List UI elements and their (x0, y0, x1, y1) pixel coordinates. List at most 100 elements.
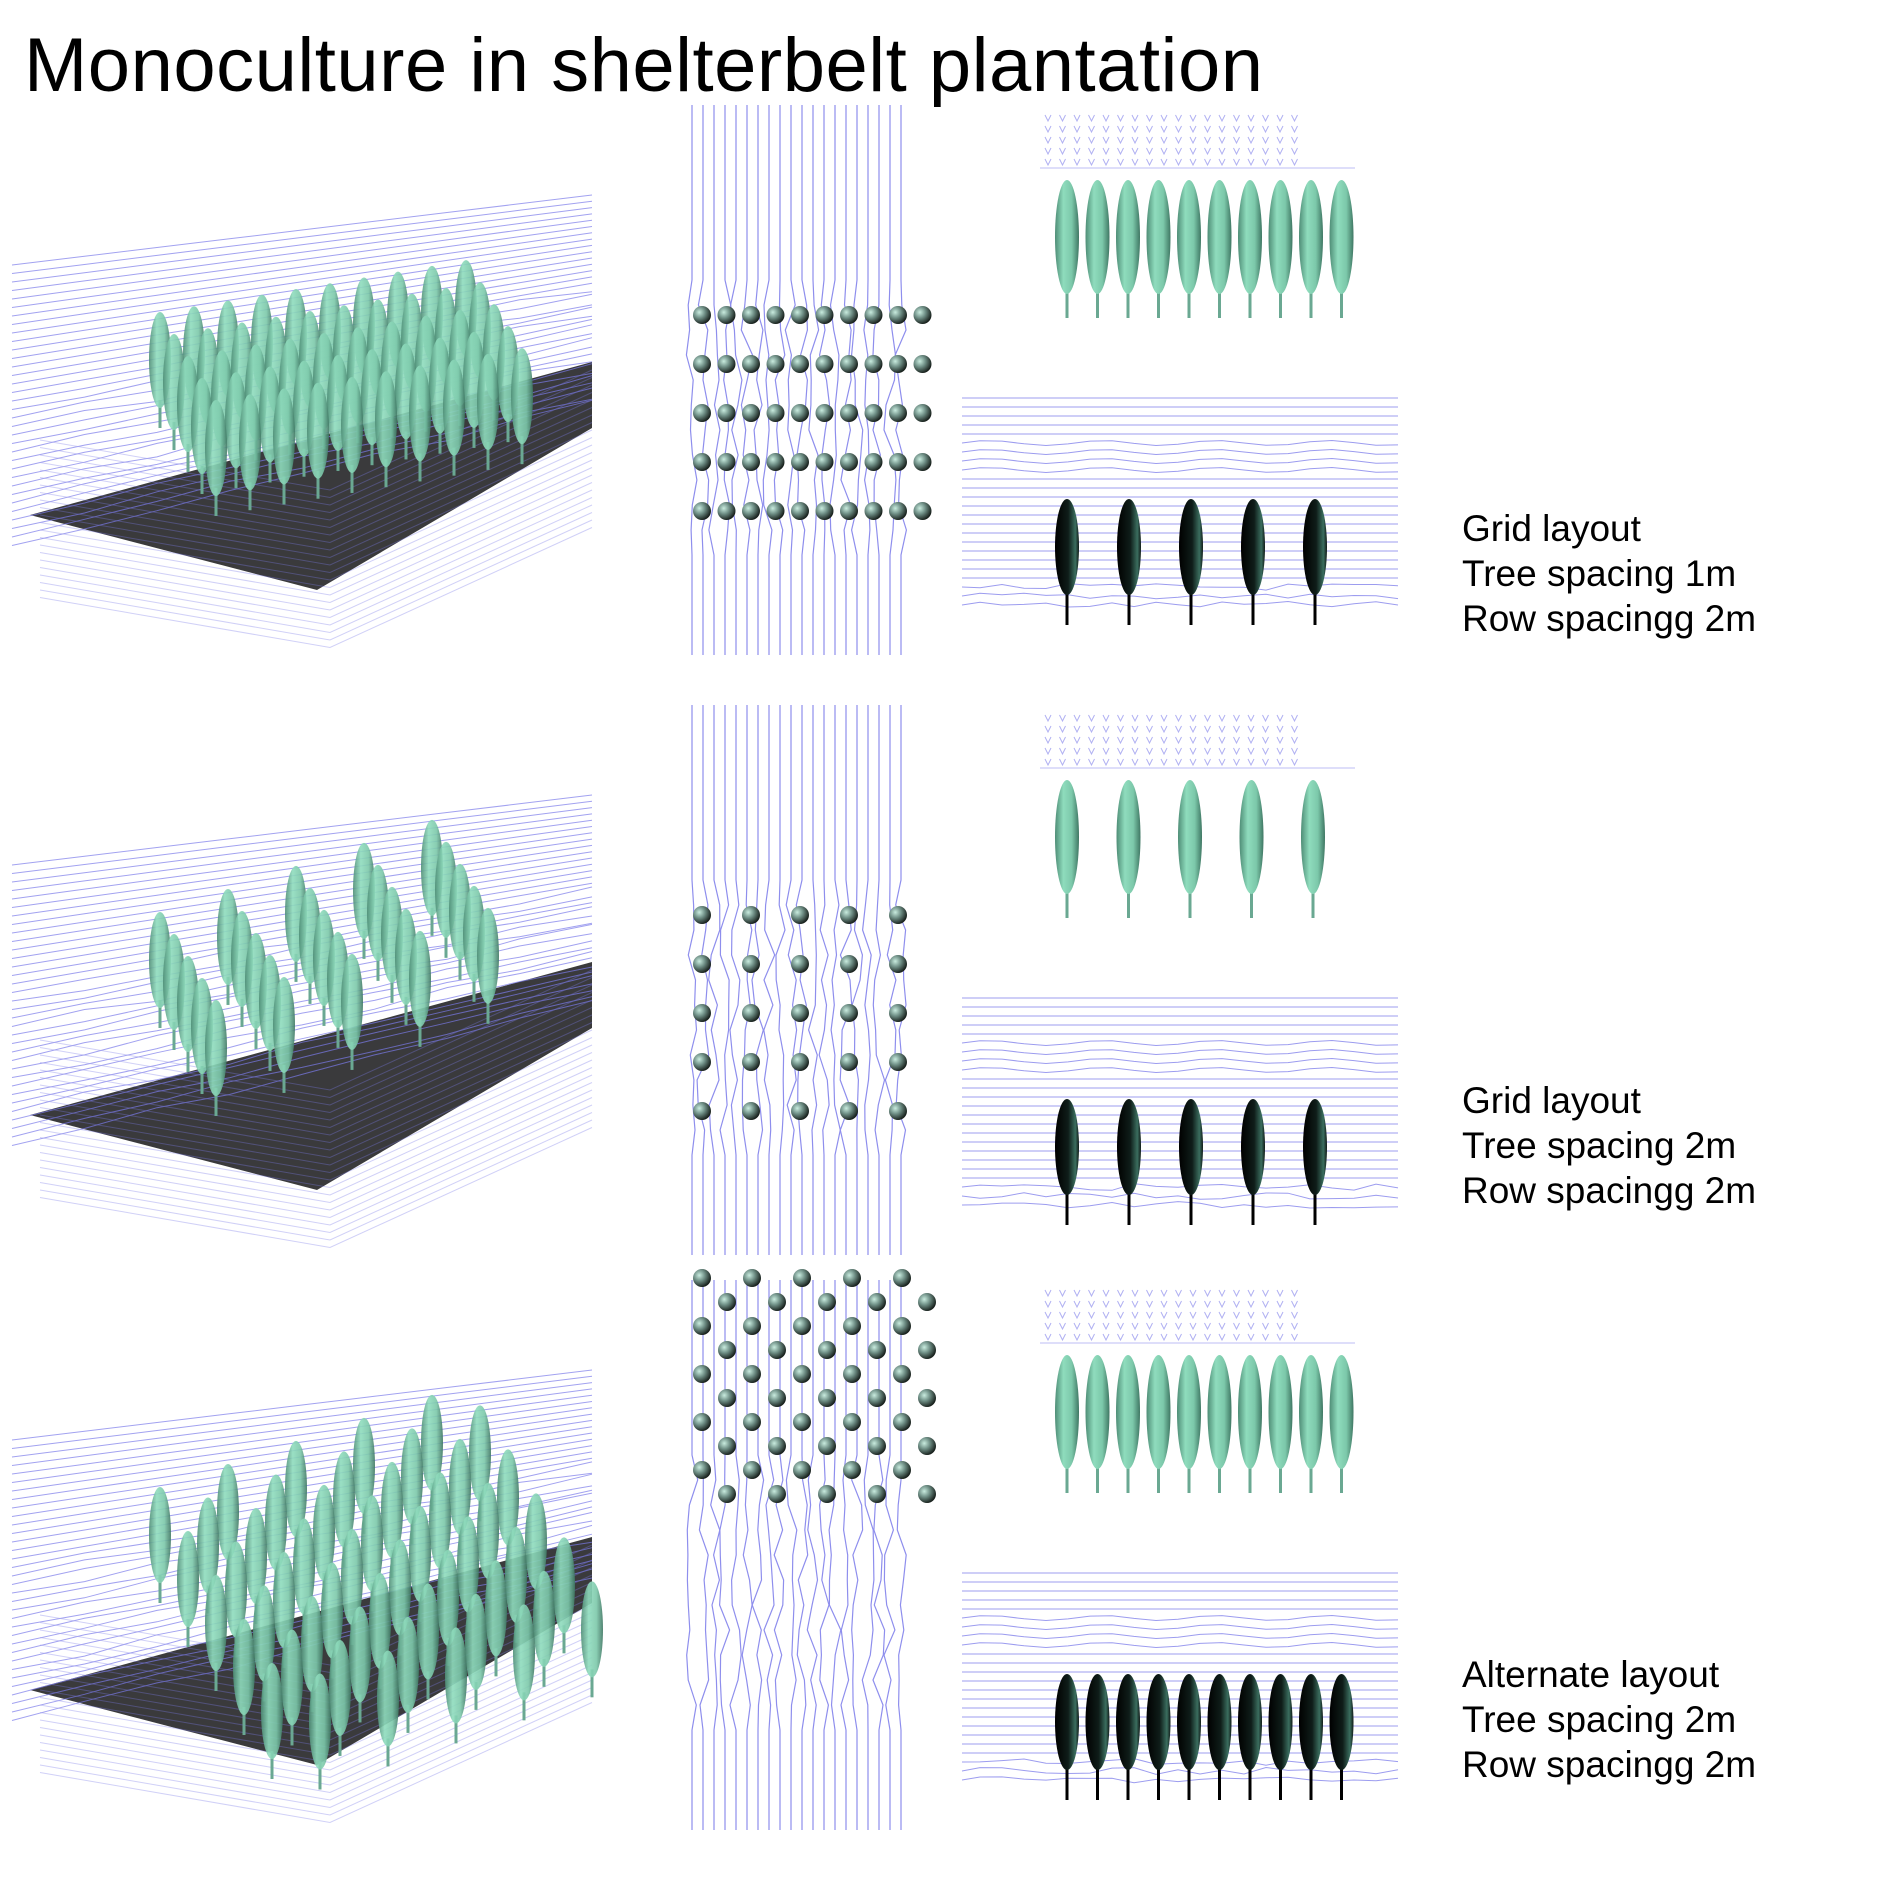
tree-top (718, 1293, 736, 1311)
tree-top (791, 306, 809, 324)
tree-positions (693, 1269, 936, 1503)
front-vector-field (1040, 1289, 1355, 1344)
tree-top (840, 306, 858, 324)
tree-top (840, 1004, 858, 1022)
tree-front (1177, 180, 1201, 318)
tree-stand-3d (149, 260, 533, 516)
tree-top (843, 1269, 861, 1287)
tree-top (818, 1437, 836, 1455)
tree-side (1241, 499, 1265, 625)
side-view-grid-2m (961, 997, 1399, 1225)
tree-top (818, 1389, 836, 1407)
tree-side (1238, 1674, 1262, 1800)
tree-top (742, 502, 760, 520)
tree-top (791, 955, 809, 973)
tree (581, 1581, 603, 1698)
tree-top (791, 355, 809, 373)
tree-front (1207, 180, 1232, 318)
tree-top (893, 1269, 911, 1287)
tree-top (718, 1341, 736, 1359)
tree-top (843, 1365, 861, 1383)
tree (377, 1650, 399, 1767)
tree (443, 359, 465, 476)
top-streamlines (687, 705, 907, 1255)
tree-top (864, 355, 883, 373)
tree-top (889, 955, 907, 973)
tree-top (743, 1461, 761, 1479)
tree-top (793, 1269, 811, 1287)
tree-side (1329, 1674, 1354, 1800)
tree-top (742, 1053, 760, 1071)
tree-front (1178, 780, 1202, 918)
tree-top (840, 1102, 858, 1120)
tree-top (791, 502, 809, 520)
tree-top (864, 453, 883, 471)
tree-side (1055, 1674, 1079, 1800)
tree-top (913, 453, 932, 471)
tree (409, 930, 431, 1047)
tree-side (1116, 1674, 1140, 1800)
tree-top (743, 1317, 761, 1335)
front-vector-field (1040, 114, 1355, 169)
tree (329, 1639, 351, 1756)
tree-top (889, 1053, 907, 1071)
tree (445, 1627, 467, 1744)
tree-top (766, 453, 785, 471)
tree (477, 353, 499, 470)
tree-top (843, 1317, 861, 1335)
top-view-grid-2m (687, 705, 907, 1255)
tree-side (1179, 499, 1203, 625)
tree-top (918, 1389, 936, 1407)
tree (205, 1000, 227, 1116)
tree-top (742, 355, 760, 373)
tree (281, 1629, 303, 1746)
tree-top (840, 404, 858, 422)
tree-top (693, 1413, 711, 1431)
tree-top (840, 906, 858, 924)
tree-top (918, 1485, 936, 1503)
side-trees (1055, 1674, 1354, 1800)
tree-top (864, 502, 883, 520)
perspective-view-grid-1m (11, 194, 593, 649)
tree-side (1117, 1099, 1141, 1225)
tree-top (768, 1389, 786, 1407)
tree (485, 1560, 507, 1677)
tree-top (868, 1485, 886, 1503)
tree-top (693, 1365, 711, 1383)
caption-layout: Alternate layout (1462, 1654, 1720, 1695)
tree (307, 382, 329, 499)
caption-alternate-2m: Alternate layout Tree spacing 2m Row spa… (1462, 1652, 1756, 1787)
tree-top (768, 1293, 786, 1311)
tree-front (1329, 1355, 1354, 1493)
tree (513, 1604, 535, 1721)
panel-grid-2m (11, 705, 1399, 1255)
front-view-alternate-2m (1040, 1289, 1355, 1493)
tree (273, 388, 295, 505)
tree-top (815, 404, 834, 422)
top-streamlines (685, 105, 908, 655)
tree-top (693, 453, 711, 471)
side-trees (1055, 1099, 1327, 1225)
caption-row-spacing: Row spacingg 2m (1462, 1170, 1757, 1211)
tree-front (1207, 1355, 1232, 1493)
tree-top (768, 1485, 786, 1503)
tree-side (1268, 1674, 1293, 1800)
tree-top (768, 1437, 786, 1455)
tree (553, 1537, 575, 1654)
tree-top (693, 404, 711, 422)
tree-top (791, 1004, 809, 1022)
tree-top (815, 355, 834, 373)
page-title: Monoculture in shelterbelt plantation (24, 23, 1264, 108)
tree-top (793, 1461, 811, 1479)
tree-front (1055, 1355, 1079, 1493)
side-streamlines (961, 397, 1399, 608)
ground-plane (30, 962, 592, 1190)
tree-front (1116, 780, 1141, 918)
tree (273, 976, 295, 1093)
top-view-grid-1m (685, 105, 932, 655)
tree-top (840, 355, 858, 373)
tree-side (1085, 1674, 1110, 1800)
tree-top (889, 502, 907, 520)
tree-top (889, 453, 907, 471)
tree-front (1238, 1355, 1262, 1493)
